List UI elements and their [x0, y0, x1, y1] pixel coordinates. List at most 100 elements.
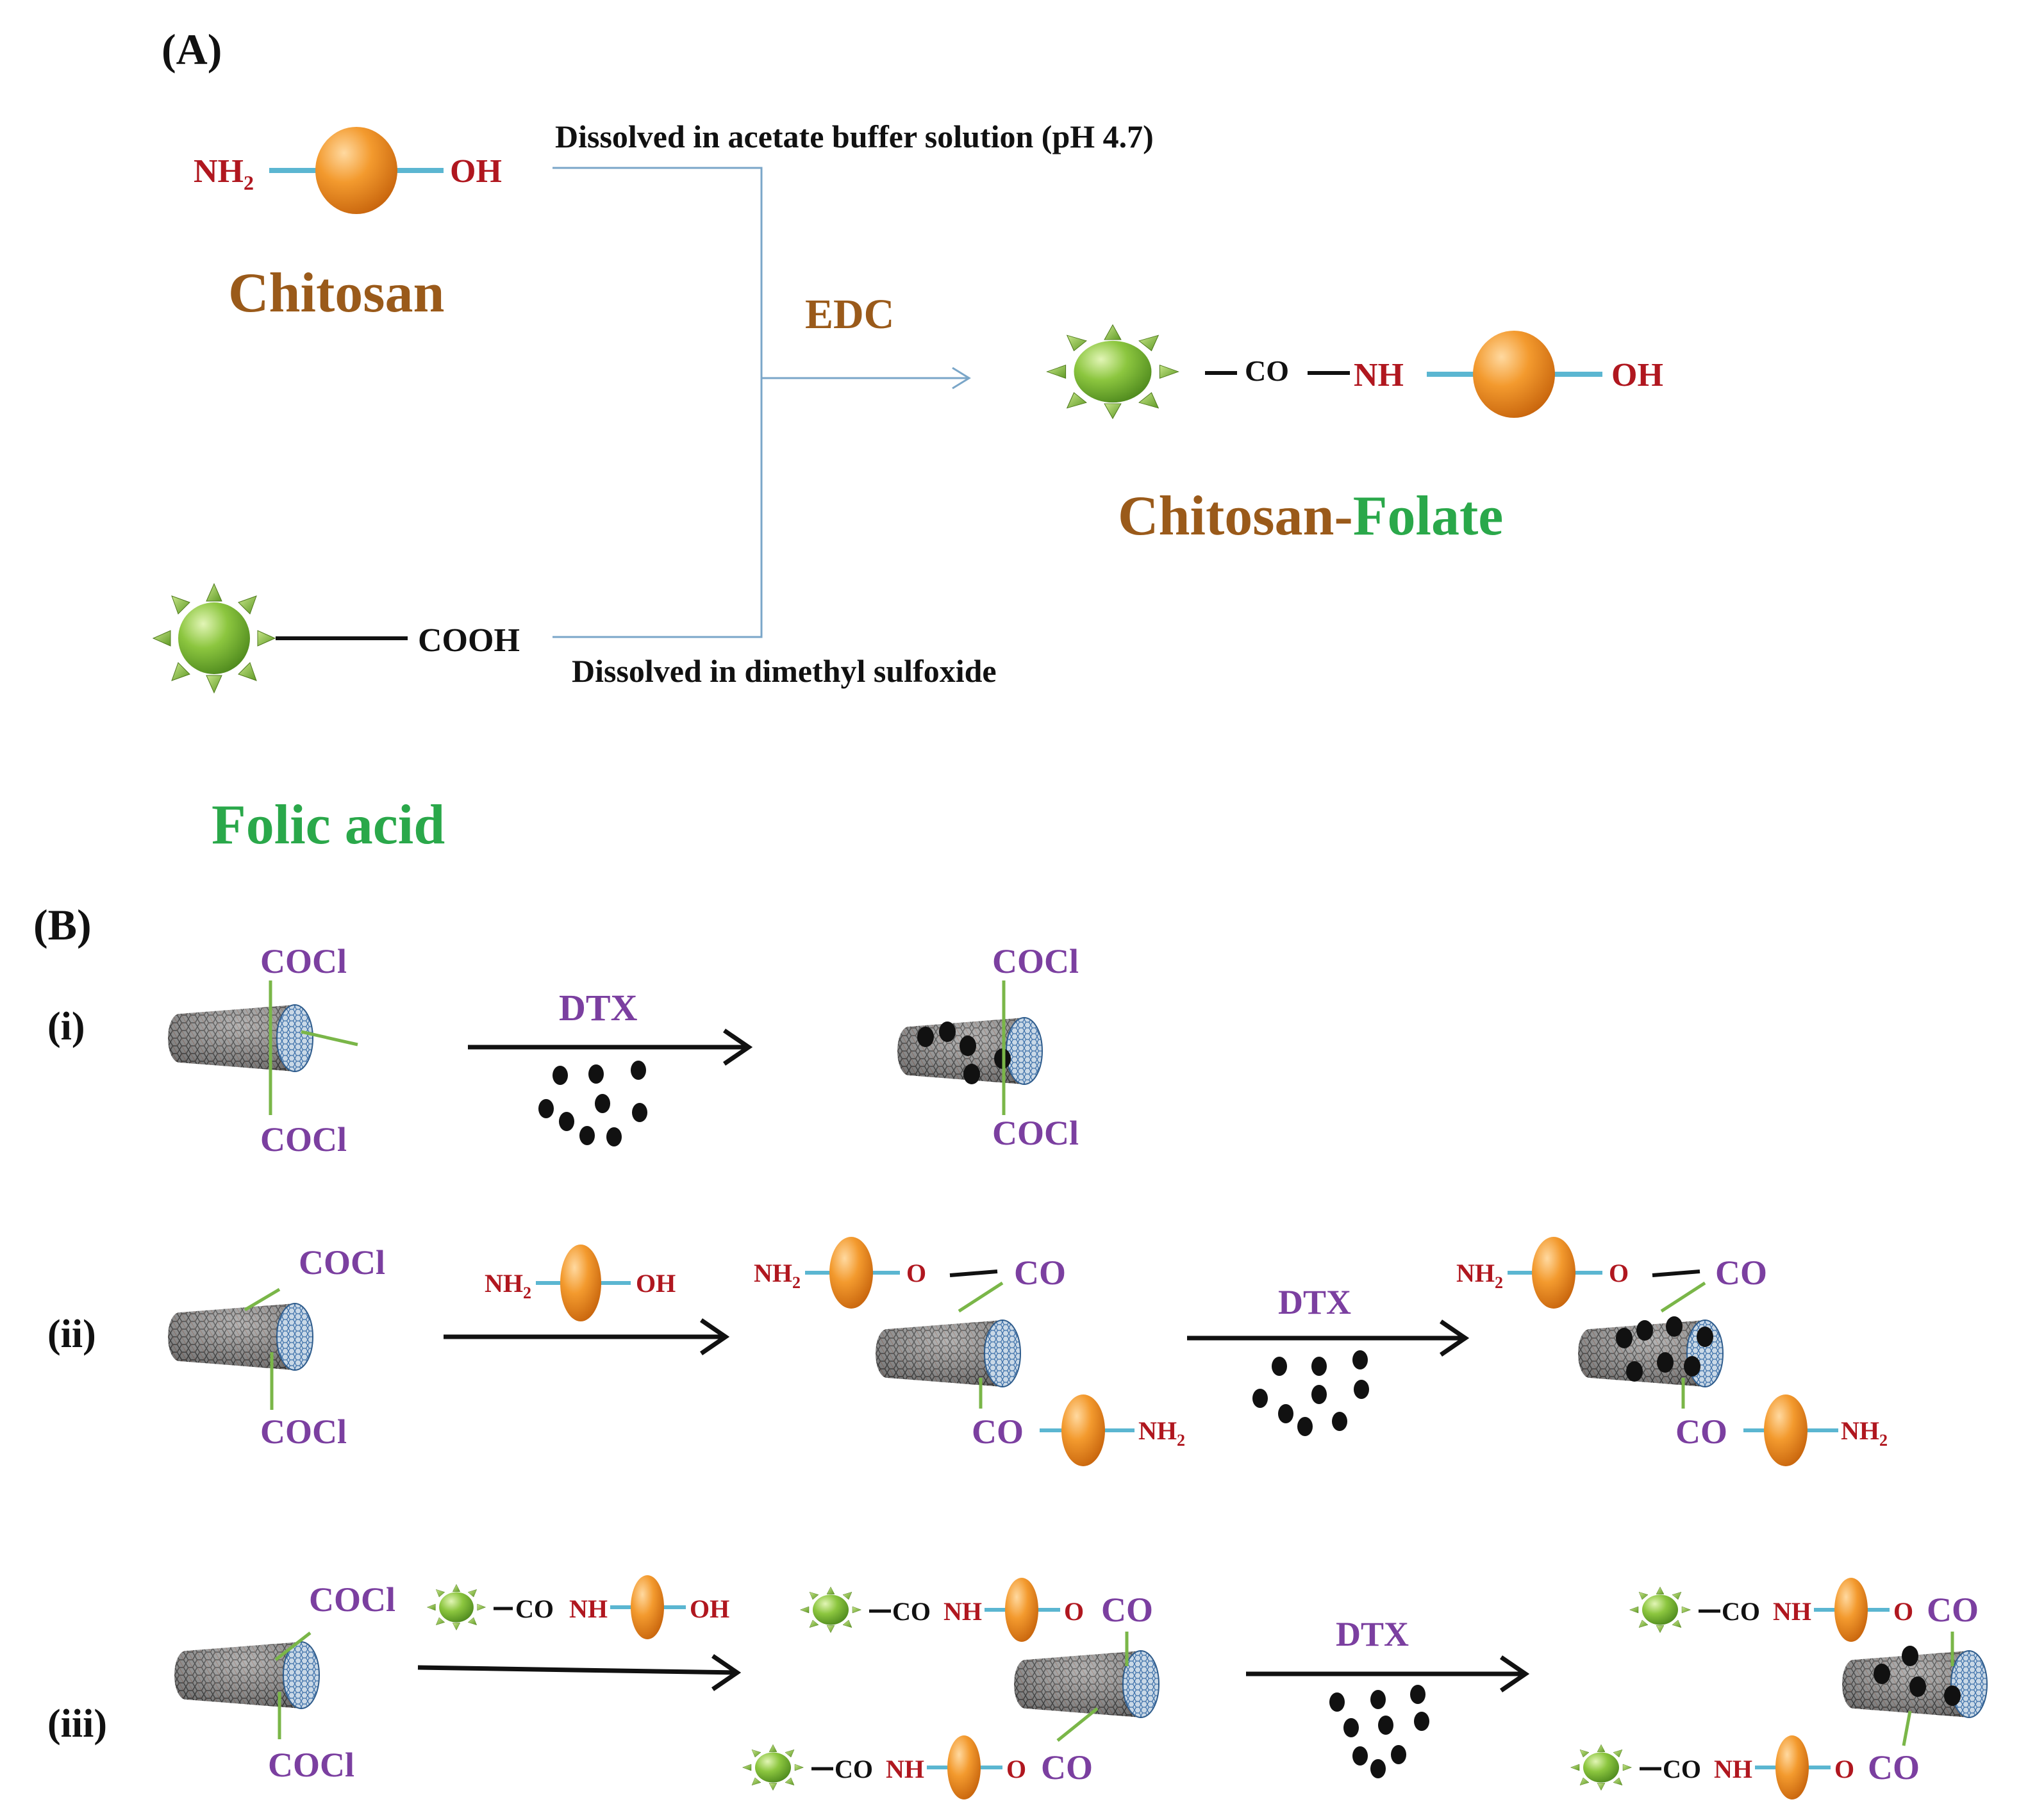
folic-acid-molecule: COOH Folic acid: [153, 583, 520, 856]
row-ii-mid-ester: [949, 1270, 998, 1277]
row-iii-arrowhead-1: [711, 1654, 742, 1691]
green-sun-icon: [427, 1584, 486, 1630]
row-ii-prod-co-bottom: CO: [1675, 1412, 1727, 1451]
row-iii-cocl-bottom: COCl: [268, 1746, 354, 1784]
orange-bead-icon: [315, 127, 397, 214]
carbon-nanotube-icon: [174, 1641, 320, 1709]
condition-bottom: Dissolved in dimethyl sulfoxide: [572, 653, 997, 689]
row-iii-reagent-oh: OH: [690, 1594, 729, 1623]
panel-b: (B) (i) COCl COCl DTX: [33, 900, 1988, 1799]
row-i-cocl-bottom: COCl: [260, 1120, 347, 1159]
row-ii-prod-o: O: [1609, 1259, 1629, 1287]
row-iii-dtx-label: DTX: [1336, 1615, 1409, 1653]
row-ii-mid-o: O: [906, 1259, 926, 1287]
row-i-tube-bonds: [269, 980, 358, 1115]
row-iii-prod-co: CO: [1722, 1597, 1760, 1626]
product-oh-label: OH: [1611, 357, 1663, 393]
row-ii-mid-bottom-nh-sub: 2: [1177, 1431, 1185, 1450]
product-co-label: CO: [1245, 354, 1289, 387]
row-iii-mid-o: O: [1064, 1597, 1084, 1626]
chitosan-nh-subscript: 2: [244, 171, 254, 194]
row-ii-prod-ester: [1652, 1270, 1700, 1277]
row-i-cocl-top: COCl: [260, 942, 347, 980]
row-iii-mid-bottom-o: O: [1006, 1755, 1026, 1783]
orange-bead-icon: [1061, 1394, 1105, 1466]
drug-particle-icon: [917, 1022, 1011, 1084]
svg-text:NH2: NH2: [194, 153, 254, 194]
product-name-folate: Folate: [1353, 485, 1504, 547]
drug-particle-icon: [1329, 1685, 1429, 1778]
chitosan-molecule: NH2 OH Chitosan: [194, 127, 502, 324]
row-ii-arrowhead-2: [1440, 1320, 1470, 1357]
product-name-chitosan: Chitosan: [1118, 485, 1334, 547]
svg-text:Chitosan-Folate: Chitosan-Folate: [1118, 485, 1503, 547]
green-sun-icon: [1570, 1744, 1632, 1791]
row-i-product-cocl-top: COCl: [992, 942, 1079, 980]
row-iii-reagent-nh: NH: [569, 1594, 608, 1623]
svg-text:NH2: NH2: [1841, 1416, 1888, 1450]
row-ii-reagent-oh: OH: [636, 1269, 676, 1298]
row-iii-mid-co: CO: [892, 1597, 931, 1626]
row-i-label: (i): [47, 1005, 85, 1048]
row-iii-mid-co-top: CO: [1101, 1591, 1153, 1629]
chitosan-oh-label: OH: [450, 153, 502, 190]
row-iii-arrowhead-2: [1500, 1655, 1530, 1692]
orange-bead-icon: [947, 1735, 981, 1799]
product-nh-label: NH: [1354, 357, 1404, 393]
flow-line-top: [553, 167, 763, 638]
row-ii-mid-bottom-nh: NH: [1138, 1416, 1177, 1445]
row-iii-mid-bottom-co: CO: [835, 1755, 873, 1783]
drug-particle-icon: [1616, 1316, 1713, 1382]
row-iii-label: (iii): [47, 1702, 107, 1746]
row-iii-prod-nh: NH: [1773, 1597, 1811, 1626]
folic-acid-name: Folic acid: [212, 794, 445, 856]
row-iii-prod-bottom-co-2: CO: [1868, 1748, 1920, 1787]
row-ii-arrowhead-1: [700, 1318, 730, 1355]
product-name-dash: -: [1334, 485, 1352, 547]
panel-b-label: (B): [33, 900, 92, 949]
row-ii-mid-nh-sub: 2: [792, 1273, 801, 1292]
row-iii-prod-bottom-o: O: [1834, 1755, 1854, 1783]
carbon-nanotube-icon: [875, 1320, 1021, 1387]
row-ii-cocl-top: COCl: [299, 1243, 385, 1282]
drug-particle-icon: [1874, 1646, 1961, 1706]
row-i-dtx-label: DTX: [559, 987, 638, 1029]
row-ii-prod-co-top: CO: [1715, 1253, 1767, 1292]
carbon-nanotube-icon: [167, 1004, 313, 1072]
row-iii-prod-bottom-co: CO: [1663, 1755, 1701, 1783]
row-iii-prod-bottom-nh: NH: [1714, 1755, 1752, 1783]
green-sun-icon: [800, 1587, 861, 1633]
orange-bead-icon: [829, 1237, 873, 1309]
orange-bead-icon: [1473, 331, 1555, 418]
row-iii-arrow-1: [417, 1665, 736, 1675]
row-iii-prod-co-top: CO: [1927, 1591, 1979, 1629]
green-sun-icon: [742, 1744, 804, 1791]
row-ii-prod-bottom-nh-sub: 2: [1879, 1431, 1888, 1450]
reaction-flow: [553, 167, 971, 638]
row-iii-prod-o: O: [1893, 1597, 1913, 1626]
green-sun-icon: [153, 583, 276, 693]
row-i-arrowhead: [723, 1029, 753, 1066]
panel-a-label: (A): [162, 25, 222, 74]
carbon-nanotube-icon: [167, 1303, 313, 1371]
condition-top: Dissolved in acetate buffer solution (pH…: [555, 119, 1154, 154]
row-ii: (ii) COCl COCl NH2 OH NH2 O: [47, 1237, 1888, 1466]
carbon-nanotube-icon: [1013, 1650, 1159, 1718]
orange-bead-icon: [631, 1575, 664, 1639]
row-i-product-cocl-bottom: COCl: [992, 1114, 1079, 1152]
row-ii-prod-bottom-nh: NH: [1841, 1416, 1879, 1445]
drug-particle-icon: [538, 1061, 647, 1146]
row-iii-mid-tube-bonds: [1056, 1632, 1129, 1742]
row-ii-tube-bonds: [244, 1287, 281, 1410]
row-iii-tube-bonds: [274, 1632, 312, 1739]
row-ii-reagent-nh: NH: [485, 1269, 523, 1298]
row-i: (i) COCl COCl DTX: [47, 942, 1079, 1159]
green-sun-icon: [1046, 324, 1179, 419]
orange-bead-icon: [1834, 1578, 1868, 1642]
chitosan-folate-product: CO NH OH Chitosan-Folate: [1046, 324, 1663, 547]
orange-bead-icon: [1764, 1394, 1808, 1466]
orange-bead-icon: [1005, 1578, 1038, 1642]
row-iii: (iii) COCl COCl CO NH OH CO NH: [47, 1575, 1988, 1799]
row-ii-dtx-label: DTX: [1278, 1283, 1351, 1321]
drug-particle-icon: [1252, 1350, 1369, 1436]
